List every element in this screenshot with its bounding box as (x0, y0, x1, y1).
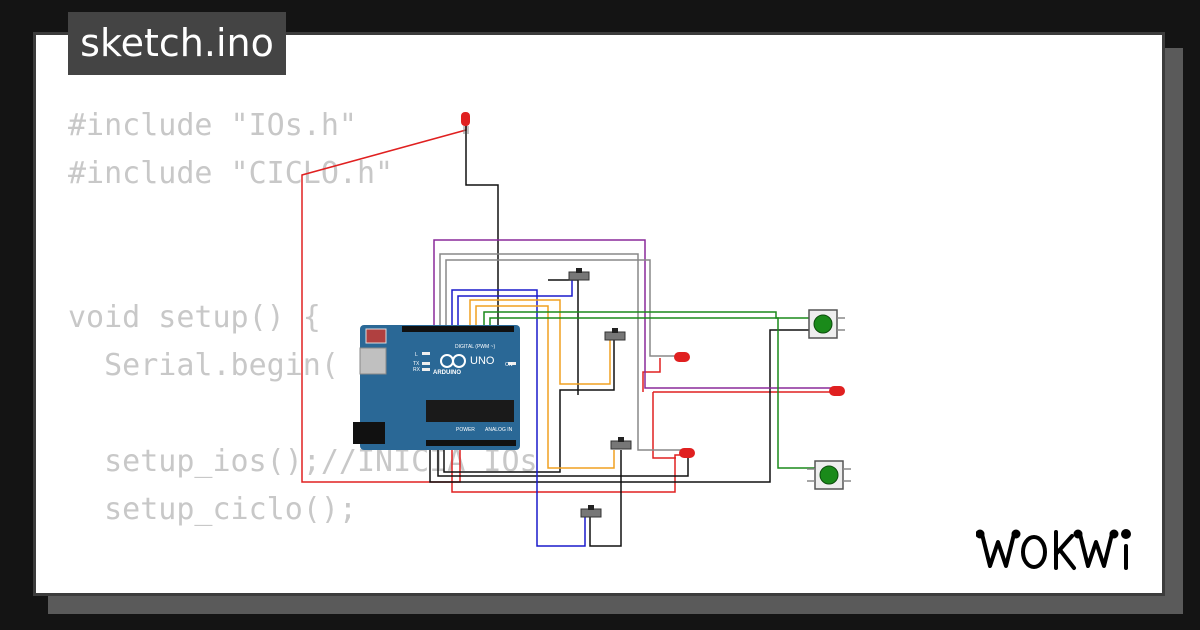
wire-black (548, 279, 579, 395)
led-red-1[interactable] (674, 352, 690, 362)
led-label-l: L (415, 352, 418, 358)
wire-blue (457, 280, 573, 326)
wire-black (589, 450, 622, 547)
wire-green (483, 311, 810, 326)
slide-switch-1[interactable] (568, 268, 590, 281)
wire-black (429, 329, 810, 483)
code-line: #include "CICLO.h" (68, 156, 394, 191)
code-line: void setup() { (68, 300, 321, 335)
wire-orange (469, 299, 611, 385)
code-line: Serial.begin( (68, 348, 339, 383)
wokwi-logo-icon (976, 529, 1131, 570)
wire-green (489, 317, 816, 469)
pushbutton-2[interactable] (807, 460, 851, 490)
slide-switch-3[interactable] (610, 437, 632, 450)
wire-blue (451, 289, 586, 547)
wire-purple (433, 239, 835, 389)
code-line: setup_ciclo(); (68, 492, 357, 527)
arduino-uno-board: UNO ARDUINO DIGITAL (PWM ~) POWER ANALOG… (353, 325, 520, 450)
slide-switch-2[interactable] (604, 328, 626, 341)
board-model-label: UNO (470, 355, 495, 367)
pushbutton-1[interactable] (808, 309, 845, 339)
wires (301, 125, 835, 547)
wire-gray (445, 259, 680, 357)
led-red-top[interactable] (461, 112, 470, 134)
wire-black (443, 340, 615, 473)
led-red-3[interactable] (679, 448, 695, 458)
power-label: POWER (456, 427, 475, 433)
analog-label: ANALOG IN (485, 427, 513, 433)
file-tab[interactable]: sketch.ino (68, 12, 286, 75)
wire-black (465, 125, 499, 326)
led-red-2[interactable] (829, 386, 845, 396)
wire-black (437, 445, 689, 477)
wire-gray (439, 253, 683, 451)
digital-header-label: DIGITAL (PWM ~) (455, 344, 495, 350)
board-brand-label: ARDUINO (433, 370, 461, 376)
wire-red (652, 392, 676, 459)
preview-card (33, 32, 1165, 596)
code-line: #include "IOs.h" (68, 108, 357, 143)
slide-switch-4[interactable] (580, 505, 602, 518)
led-label-rx: RX (413, 367, 421, 373)
led-label-on: ON (505, 362, 513, 368)
wire-orange (475, 305, 615, 469)
led-label-tx: TX (413, 361, 420, 367)
wire-red (642, 358, 661, 392)
code-preview: #include "IOs.h" #include "CICLO.h" void s… (68, 102, 538, 534)
